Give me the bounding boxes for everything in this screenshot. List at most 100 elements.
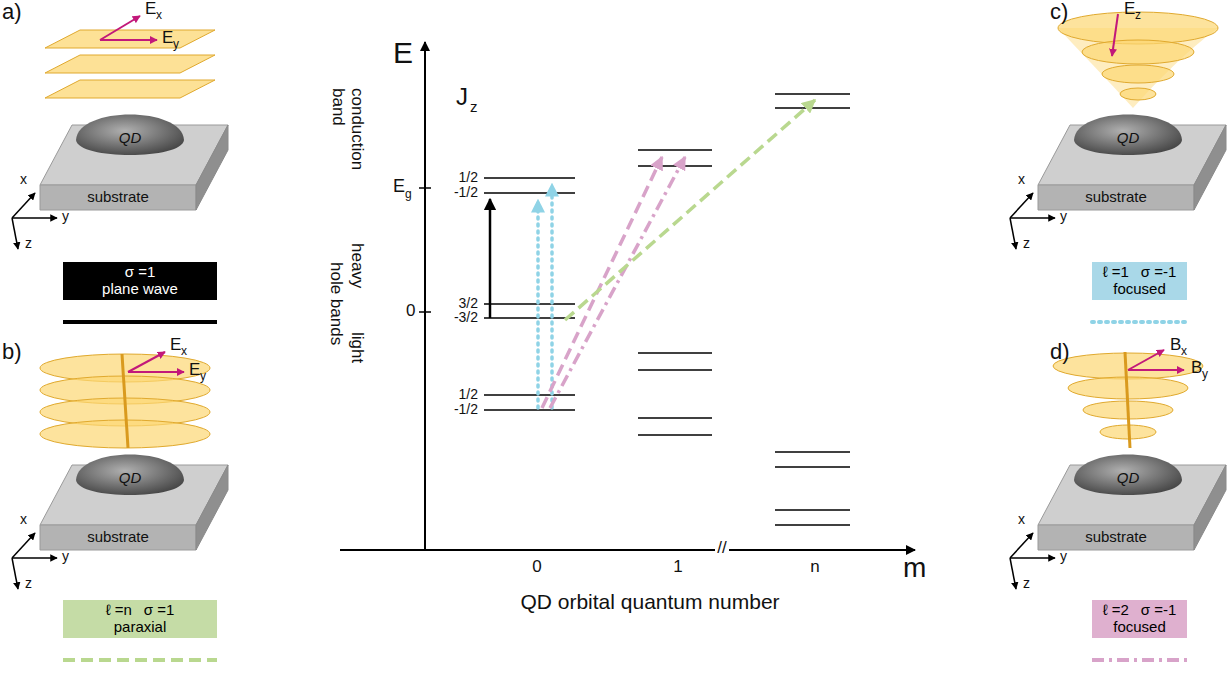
line-sample bbox=[1092, 320, 1187, 324]
band-label: heavy bbox=[347, 243, 366, 288]
axis-label: z bbox=[1023, 236, 1030, 251]
box-text: focused bbox=[1098, 619, 1181, 636]
transition-arrow bbox=[542, 157, 662, 408]
focused-beam bbox=[1053, 350, 1203, 448]
tick-label: 0 bbox=[406, 302, 415, 321]
tick-label: 1 bbox=[673, 558, 682, 577]
field-subscript: z bbox=[1135, 9, 1141, 22]
line-sample bbox=[63, 658, 217, 662]
field-label: E bbox=[170, 336, 181, 355]
field-label: E bbox=[189, 361, 200, 380]
axis-label: z bbox=[25, 576, 32, 591]
band-label: hole bands bbox=[326, 262, 345, 345]
substrate-figure bbox=[12, 455, 228, 590]
box-text: ℓ =1 bbox=[1103, 264, 1129, 281]
energy-axis bbox=[424, 42, 426, 550]
box-row: σ =1 bbox=[69, 264, 211, 281]
transition-arrow bbox=[550, 184, 554, 408]
box-text: σ =1 bbox=[144, 602, 175, 619]
box-text: ℓ =2 bbox=[1103, 602, 1129, 619]
field-subscript: x bbox=[1181, 345, 1187, 358]
axis-subscript: z bbox=[470, 99, 478, 116]
box-row: ℓ =nσ =1 bbox=[69, 602, 211, 619]
panel-letter: b) bbox=[2, 340, 22, 364]
substrate-figure bbox=[1010, 115, 1226, 250]
legend-box: ℓ =nσ =1paraxial bbox=[63, 600, 217, 638]
axis-label: x bbox=[1018, 172, 1025, 187]
transition-arrow bbox=[536, 200, 540, 408]
substrate-figure bbox=[12, 115, 228, 250]
box-text: σ =1 bbox=[125, 264, 156, 281]
box-row: ℓ =2 σ =-1 bbox=[1098, 602, 1181, 619]
field-arrow bbox=[100, 39, 157, 41]
legend-box: σ =1plane wave bbox=[63, 262, 217, 300]
field-label: E bbox=[1124, 0, 1135, 19]
substrate-label: substrate bbox=[1085, 189, 1147, 206]
plane-wave bbox=[45, 30, 215, 98]
legend-box: ℓ =1 σ =-1focused bbox=[1092, 262, 1187, 300]
dot-label: QD bbox=[1117, 130, 1140, 147]
axis-label: x bbox=[1018, 512, 1025, 527]
field-arrow bbox=[100, 16, 140, 40]
focused-beam bbox=[1058, 12, 1218, 108]
substrate-label: substrate bbox=[87, 189, 149, 206]
field-subscript: x bbox=[156, 9, 162, 22]
m-axis bbox=[340, 549, 915, 551]
panel-letter: a) bbox=[2, 0, 22, 24]
axis-title: E bbox=[393, 36, 413, 69]
level-label: 1/2 bbox=[459, 387, 478, 402]
dot-label: QD bbox=[119, 470, 142, 487]
box-text: paraxial bbox=[69, 619, 211, 636]
field-subscript: y bbox=[200, 370, 206, 383]
box-text: plane wave bbox=[69, 281, 211, 298]
field-label: E bbox=[145, 0, 156, 19]
box-text: σ =-1 bbox=[1141, 602, 1177, 619]
transition-arrow bbox=[550, 157, 685, 408]
field-subscript: y bbox=[1202, 368, 1208, 381]
axis-label: J bbox=[456, 84, 468, 110]
dot-label: QD bbox=[1117, 470, 1140, 487]
field-subscript: y bbox=[173, 38, 179, 51]
dot-label: QD bbox=[119, 130, 142, 147]
box-text: focused bbox=[1098, 281, 1181, 298]
substrate-figure bbox=[1010, 455, 1226, 590]
transition-arrow bbox=[489, 199, 492, 318]
axis-label: z bbox=[1023, 576, 1030, 591]
box-row: ℓ =1 σ =-1 bbox=[1098, 264, 1181, 281]
level-label: -1/2 bbox=[454, 402, 478, 417]
axis-label: z bbox=[25, 236, 32, 251]
field-subscript: x bbox=[181, 345, 187, 358]
axis-title: QD orbital quantum number bbox=[520, 590, 779, 613]
axis-label: E bbox=[393, 177, 405, 197]
panel-letter: d) bbox=[1050, 340, 1070, 364]
field-label: B bbox=[1170, 336, 1181, 355]
axis-label: y bbox=[1060, 209, 1067, 224]
level-label: -1/2 bbox=[454, 185, 478, 200]
axis-tick bbox=[419, 187, 431, 189]
vortex-beam bbox=[40, 352, 210, 448]
transition-arrow bbox=[565, 100, 815, 320]
substrate-label: substrate bbox=[1085, 529, 1147, 546]
band-label: light bbox=[347, 332, 366, 363]
line-sample bbox=[1092, 658, 1187, 662]
axis-label: x bbox=[20, 512, 27, 527]
axis-title: m bbox=[903, 553, 926, 584]
axis-tick bbox=[419, 311, 431, 313]
line-sample bbox=[63, 320, 217, 324]
axis-label: x bbox=[20, 172, 27, 187]
tick-label: n bbox=[810, 558, 819, 577]
tick-label: 0 bbox=[532, 558, 541, 577]
axis-label: y bbox=[1060, 549, 1067, 564]
level-label: 1/2 bbox=[459, 170, 478, 185]
axis-label: y bbox=[62, 549, 69, 564]
substrate-label: substrate bbox=[87, 529, 149, 546]
axis-label: y bbox=[62, 209, 69, 224]
band-label: conduction band bbox=[329, 88, 366, 170]
energy-levels bbox=[484, 94, 850, 525]
axis-break: // bbox=[715, 539, 728, 558]
box-text: σ =-1 bbox=[1141, 264, 1177, 281]
legend-box: ℓ =2 σ =-1focused bbox=[1092, 600, 1187, 638]
field-label: E bbox=[162, 29, 173, 48]
